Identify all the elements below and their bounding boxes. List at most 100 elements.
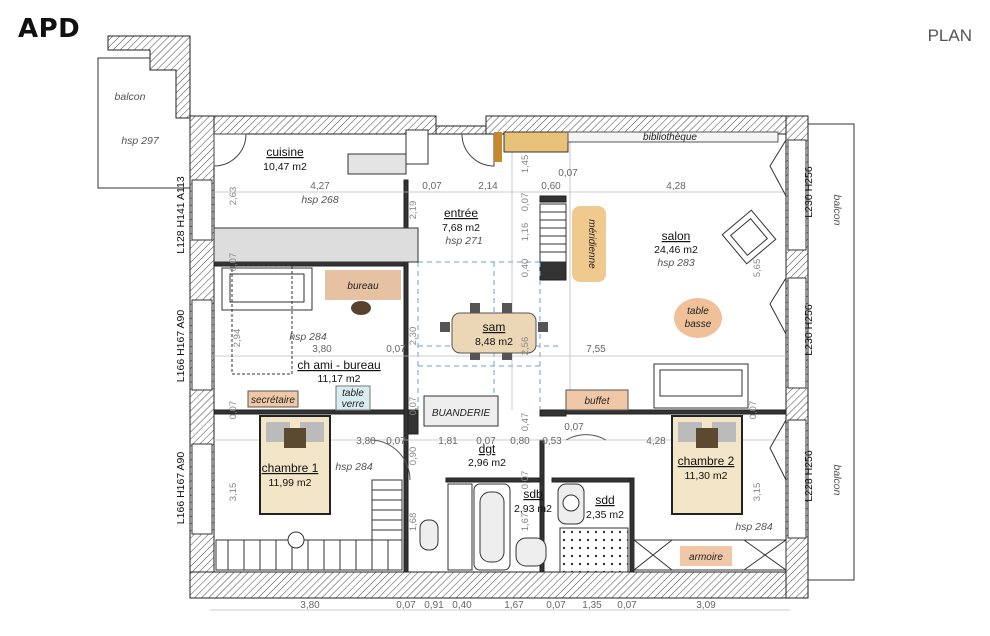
entry-door-leaf: [494, 132, 502, 162]
svg-text:2,63: 2,63: [228, 187, 239, 206]
svg-text:11,30 m2: 11,30 m2: [685, 470, 728, 482]
svg-text:L228 H256: L228 H256: [803, 450, 815, 502]
svg-text:2,14: 2,14: [478, 181, 498, 192]
svg-text:11,17 m2: 11,17 m2: [318, 373, 361, 385]
svg-text:2,30: 2,30: [408, 327, 419, 346]
svg-text:1,68: 1,68: [408, 513, 419, 532]
svg-text:0,40: 0,40: [452, 600, 472, 611]
project-code: APD: [18, 14, 81, 44]
room-name-ch-ami: ch ami - bureau: [297, 358, 380, 372]
svg-text:7,55: 7,55: [586, 344, 606, 355]
svg-text:0,07: 0,07: [520, 193, 531, 212]
buanderie: BUANDERIE: [423, 395, 499, 427]
window-labels: L128 H141 A113 L166 H167 A90 L166 H167 A…: [175, 166, 815, 524]
svg-text:0,07: 0,07: [748, 401, 759, 420]
desk-bureau: bureau: [325, 270, 401, 315]
svg-text:0,53: 0,53: [542, 436, 562, 447]
svg-text:table: table: [687, 306, 709, 317]
svg-text:24,46 m2: 24,46 m2: [654, 244, 698, 256]
right-windows: [787, 139, 807, 539]
svg-text:BUANDERIE: BUANDERIE: [432, 408, 491, 419]
balcony-labels: balcon balcon balcon: [115, 91, 843, 496]
armchair: [721, 209, 777, 265]
room-name-cuisine: cuisine: [266, 145, 304, 159]
room-name-sam: sam: [483, 320, 506, 334]
svg-text:2,94: 2,94: [232, 329, 243, 348]
room-name-salon: salon: [662, 229, 691, 243]
armoire: armoire: [633, 539, 787, 571]
dimensions-vertical: 2,63 2,19 1,45 0,07 1,16 0,40 2,94 2,30 …: [228, 155, 763, 532]
svg-text:L230 H256: L230 H256: [803, 304, 815, 356]
svg-text:0,90: 0,90: [408, 447, 419, 466]
svg-text:4,28: 4,28: [646, 436, 666, 447]
door-ch1: [369, 439, 411, 481]
svg-text:0,07: 0,07: [396, 600, 416, 611]
hsp-labels: hsp 297 hsp 268 hsp 284 hsp 284 hsp 284: [121, 135, 773, 533]
svg-text:2,93 m2: 2,93 m2: [514, 503, 552, 515]
svg-text:3,80: 3,80: [300, 600, 320, 611]
svg-text:secrétaire: secrétaire: [251, 395, 295, 406]
right-wall-window-leaves: [769, 139, 787, 481]
room-name-dgt: dgt: [479, 442, 496, 456]
bed-chambre-1: [259, 415, 331, 515]
left-windows: [191, 179, 213, 535]
svg-text:11,99 m2: 11,99 m2: [269, 477, 312, 489]
dimensions-row-top: 4,27 0,07 2,14 0,60 0,07 4,28: [310, 168, 686, 192]
svg-text:0,80: 0,80: [510, 436, 530, 447]
svg-text:0,07: 0,07: [386, 436, 406, 447]
bibliotheque: bibliothèque: [503, 131, 779, 153]
svg-text:L166 H167 A90: L166 H167 A90: [175, 452, 187, 525]
bed-chambre-2: [671, 415, 743, 515]
svg-text:1,35: 1,35: [582, 600, 602, 611]
svg-text:2,56: 2,56: [520, 337, 531, 356]
buffet: buffet: [565, 389, 629, 411]
svg-text:hsp 271: hsp 271: [445, 235, 482, 247]
room-name-sdb: sdb: [523, 487, 543, 501]
radiator-entry: [539, 203, 567, 263]
room-name-chambre-2: chambre 2: [678, 454, 735, 468]
svg-text:1,67: 1,67: [520, 513, 531, 532]
svg-text:hsp 283: hsp 283: [657, 257, 695, 269]
svg-text:hsp 268: hsp 268: [301, 194, 339, 206]
dimensions-row-low: 3,80 0,07 1,81 0,07 0,80 0,53 0,07 4,28: [356, 422, 666, 447]
dimensions-bottom: 3,80 0,07 0,91 0,40 1,67 0,07 1,35 0,07 …: [300, 600, 716, 611]
svg-text:L166 H167 A90: L166 H167 A90: [175, 310, 187, 383]
svg-text:0,47: 0,47: [520, 413, 531, 432]
svg-text:0,07: 0,07: [408, 397, 419, 416]
svg-text:3,15: 3,15: [228, 483, 239, 502]
svg-text:8,48 m2: 8,48 m2: [475, 336, 513, 348]
svg-text:0,07: 0,07: [476, 436, 496, 447]
svg-text:bureau: bureau: [347, 281, 379, 292]
entry-door: [461, 133, 495, 167]
kitchen-counter: [213, 129, 429, 263]
svg-text:3,80: 3,80: [312, 344, 332, 355]
svg-text:4,28: 4,28: [666, 181, 686, 192]
svg-text:L230 H256: L230 H256: [803, 166, 815, 218]
dimensions-row-mid: 3,80 0,07 7,55: [312, 344, 606, 355]
bathroom-fixtures: [419, 483, 629, 573]
sofa-salon: [653, 363, 749, 409]
svg-text:1,16: 1,16: [520, 223, 531, 242]
room-name-chambre-1: chambre 1: [262, 461, 319, 475]
secretaire: secrétaire: [247, 390, 299, 408]
svg-text:0,60: 0,60: [541, 181, 561, 192]
door-ch2: [565, 434, 607, 441]
svg-text:0,07: 0,07: [520, 471, 531, 490]
svg-text:balcon: balcon: [115, 91, 146, 103]
svg-text:hsp 284: hsp 284: [289, 331, 327, 343]
room-labels: cuisine 10,47 m2 entrée 7,68 m2 hsp 271 …: [262, 145, 735, 521]
svg-text:0,07: 0,07: [422, 181, 442, 192]
svg-text:armoire: armoire: [689, 552, 723, 563]
svg-text:1,81: 1,81: [438, 436, 458, 447]
svg-text:hsp 297: hsp 297: [121, 135, 160, 147]
svg-text:balcon: balcon: [831, 195, 843, 226]
svg-text:1,45: 1,45: [520, 155, 531, 174]
svg-text:10,47 m2: 10,47 m2: [263, 161, 307, 173]
svg-text:0,07: 0,07: [564, 422, 584, 433]
room-name-entree: entrée: [444, 206, 478, 220]
svg-text:0,07: 0,07: [617, 600, 637, 611]
wardrobe-ch1: [215, 479, 403, 571]
svg-text:2,96 m2: 2,96 m2: [468, 457, 506, 469]
svg-text:3,15: 3,15: [752, 483, 763, 502]
